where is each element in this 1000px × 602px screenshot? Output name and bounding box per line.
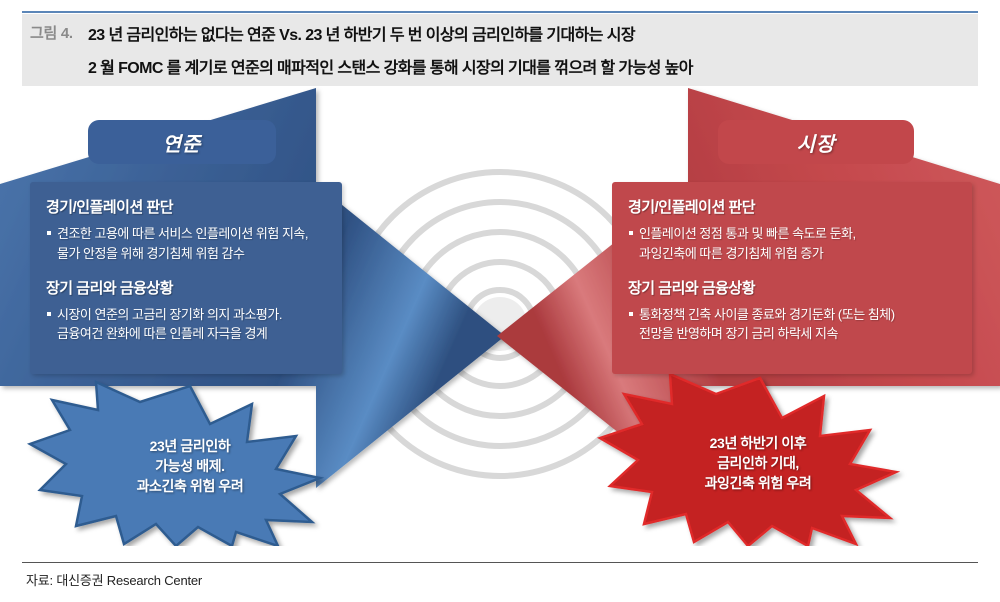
left-pill-label: 연준 [162,133,202,156]
left-section-1-bullet-line-1: 견조한 고용에 따른 서비스 인플레이션 위험 지속, [57,226,308,241]
header-title-line-1: 23 년 금리인하는 없다는 연준 Vs. 23 년 하반기 두 번 이상의 금… [88,27,636,44]
red-burst-line-2: 금리인하 기대, [717,454,799,471]
red-starburst-callout: 23년 하반기 이후 금리인하 기대, 과잉긴축 위험 우려 [598,378,918,548]
blue-burst-line-1: 23년 금리인하 [149,437,231,454]
right-section-1-bullet-line-2: 과잉긴축에 따른 경기침체 위험 증가 [639,245,824,261]
left-section-1-heading: 경기/인플레이션 판단 [46,199,174,216]
right-section-1-bullet-line-1: 인플레이션 정점 통과 및 빠른 속도로 둔화, [639,226,856,241]
header-top-rule [22,11,978,13]
left-section-2-heading: 장기 금리와 금융상황 [46,279,174,297]
footer-rule [22,562,978,563]
left-side-title-pill: 연준 [88,120,276,164]
left-section-1-bullet-line-2: 물가 안정을 위해 경기침체 위험 감수 [57,245,245,261]
right-section-2-bullet-line-2: 전망을 반영하며 장기 금리 하락세 지속 [639,326,838,342]
figure-label: 그림 4. [30,25,73,42]
left-section-1-bullet: 견조한 고용에 따른 서비스 인플레이션 위험 지속, 물가 안정을 위해 경기… [46,224,326,264]
right-section-1-heading: 경기/인플레이션 판단 [628,199,756,216]
header-title-line-2: 2 월 FOMC 를 계기로 연준의 매파적인 스탠스 강화를 통해 시장의 기… [88,60,693,77]
blue-starburst-text: 23년 금리인하 가능성 배제. 과소긴축 위험 우려 [40,386,340,546]
red-starburst-shape [596,372,901,546]
header-band [22,14,978,86]
right-section-2-bullet-line-1: 통화정책 긴축 사이클 종료와 경기둔화 (또는 침체) [639,306,895,322]
right-content-panel: 경기/인플레이션 판단 인플레이션 정점 통과 및 빠른 속도로 둔화, 과잉긴… [612,182,972,374]
left-content-panel: 경기/인플레이션 판단 견조한 고용에 따른 서비스 인플레이션 위험 지속, … [30,182,342,374]
red-burst-line-3: 과잉긴축 위험 우려 [704,475,812,492]
blue-burst-line-3: 과소긴축 위험 우려 [136,478,244,495]
right-side-title-pill: 시장 [718,120,914,164]
red-starburst-text: 23년 하반기 이후 금리인하 기대, 과잉긴축 위험 우려 [598,378,918,548]
right-section-2-heading: 장기 금리와 금융상황 [628,279,756,297]
blue-starburst-shape [26,379,325,546]
source-note: 자료: 대신증권 Research Center [26,573,203,588]
right-section-1-bullet: 인플레이션 정점 통과 및 빠른 속도로 둔화, 과잉긴축에 따른 경기침체 위… [628,224,956,264]
blue-burst-line-2: 가능성 배제. [155,457,225,474]
red-burst-line-1: 23년 하반기 이후 [709,434,807,451]
left-section-2-bullet-line-1: 시장이 연준의 고금리 장기화 의지 과소평가. [57,306,282,322]
right-pill-label: 시장 [796,133,836,156]
left-section-2-bullet-line-2: 금융여건 완화에 따른 인플레 자극을 경계 [57,326,268,342]
right-section-2-bullet: 통화정책 긴축 사이클 종료와 경기둔화 (또는 침체) 전망을 반영하며 장기… [628,305,956,345]
left-section-2-bullet: 시장이 연준의 고금리 장기화 의지 과소평가. 금융여건 완화에 따른 인플레… [46,305,326,345]
diagram-stage: 연준 시장 경기/인플레이션 판단 견조한 고용에 따른 서비스 인플레이션 위… [0,86,1000,546]
blue-starburst-callout: 23년 금리인하 가능성 배제. 과소긴축 위험 우려 [40,386,340,546]
